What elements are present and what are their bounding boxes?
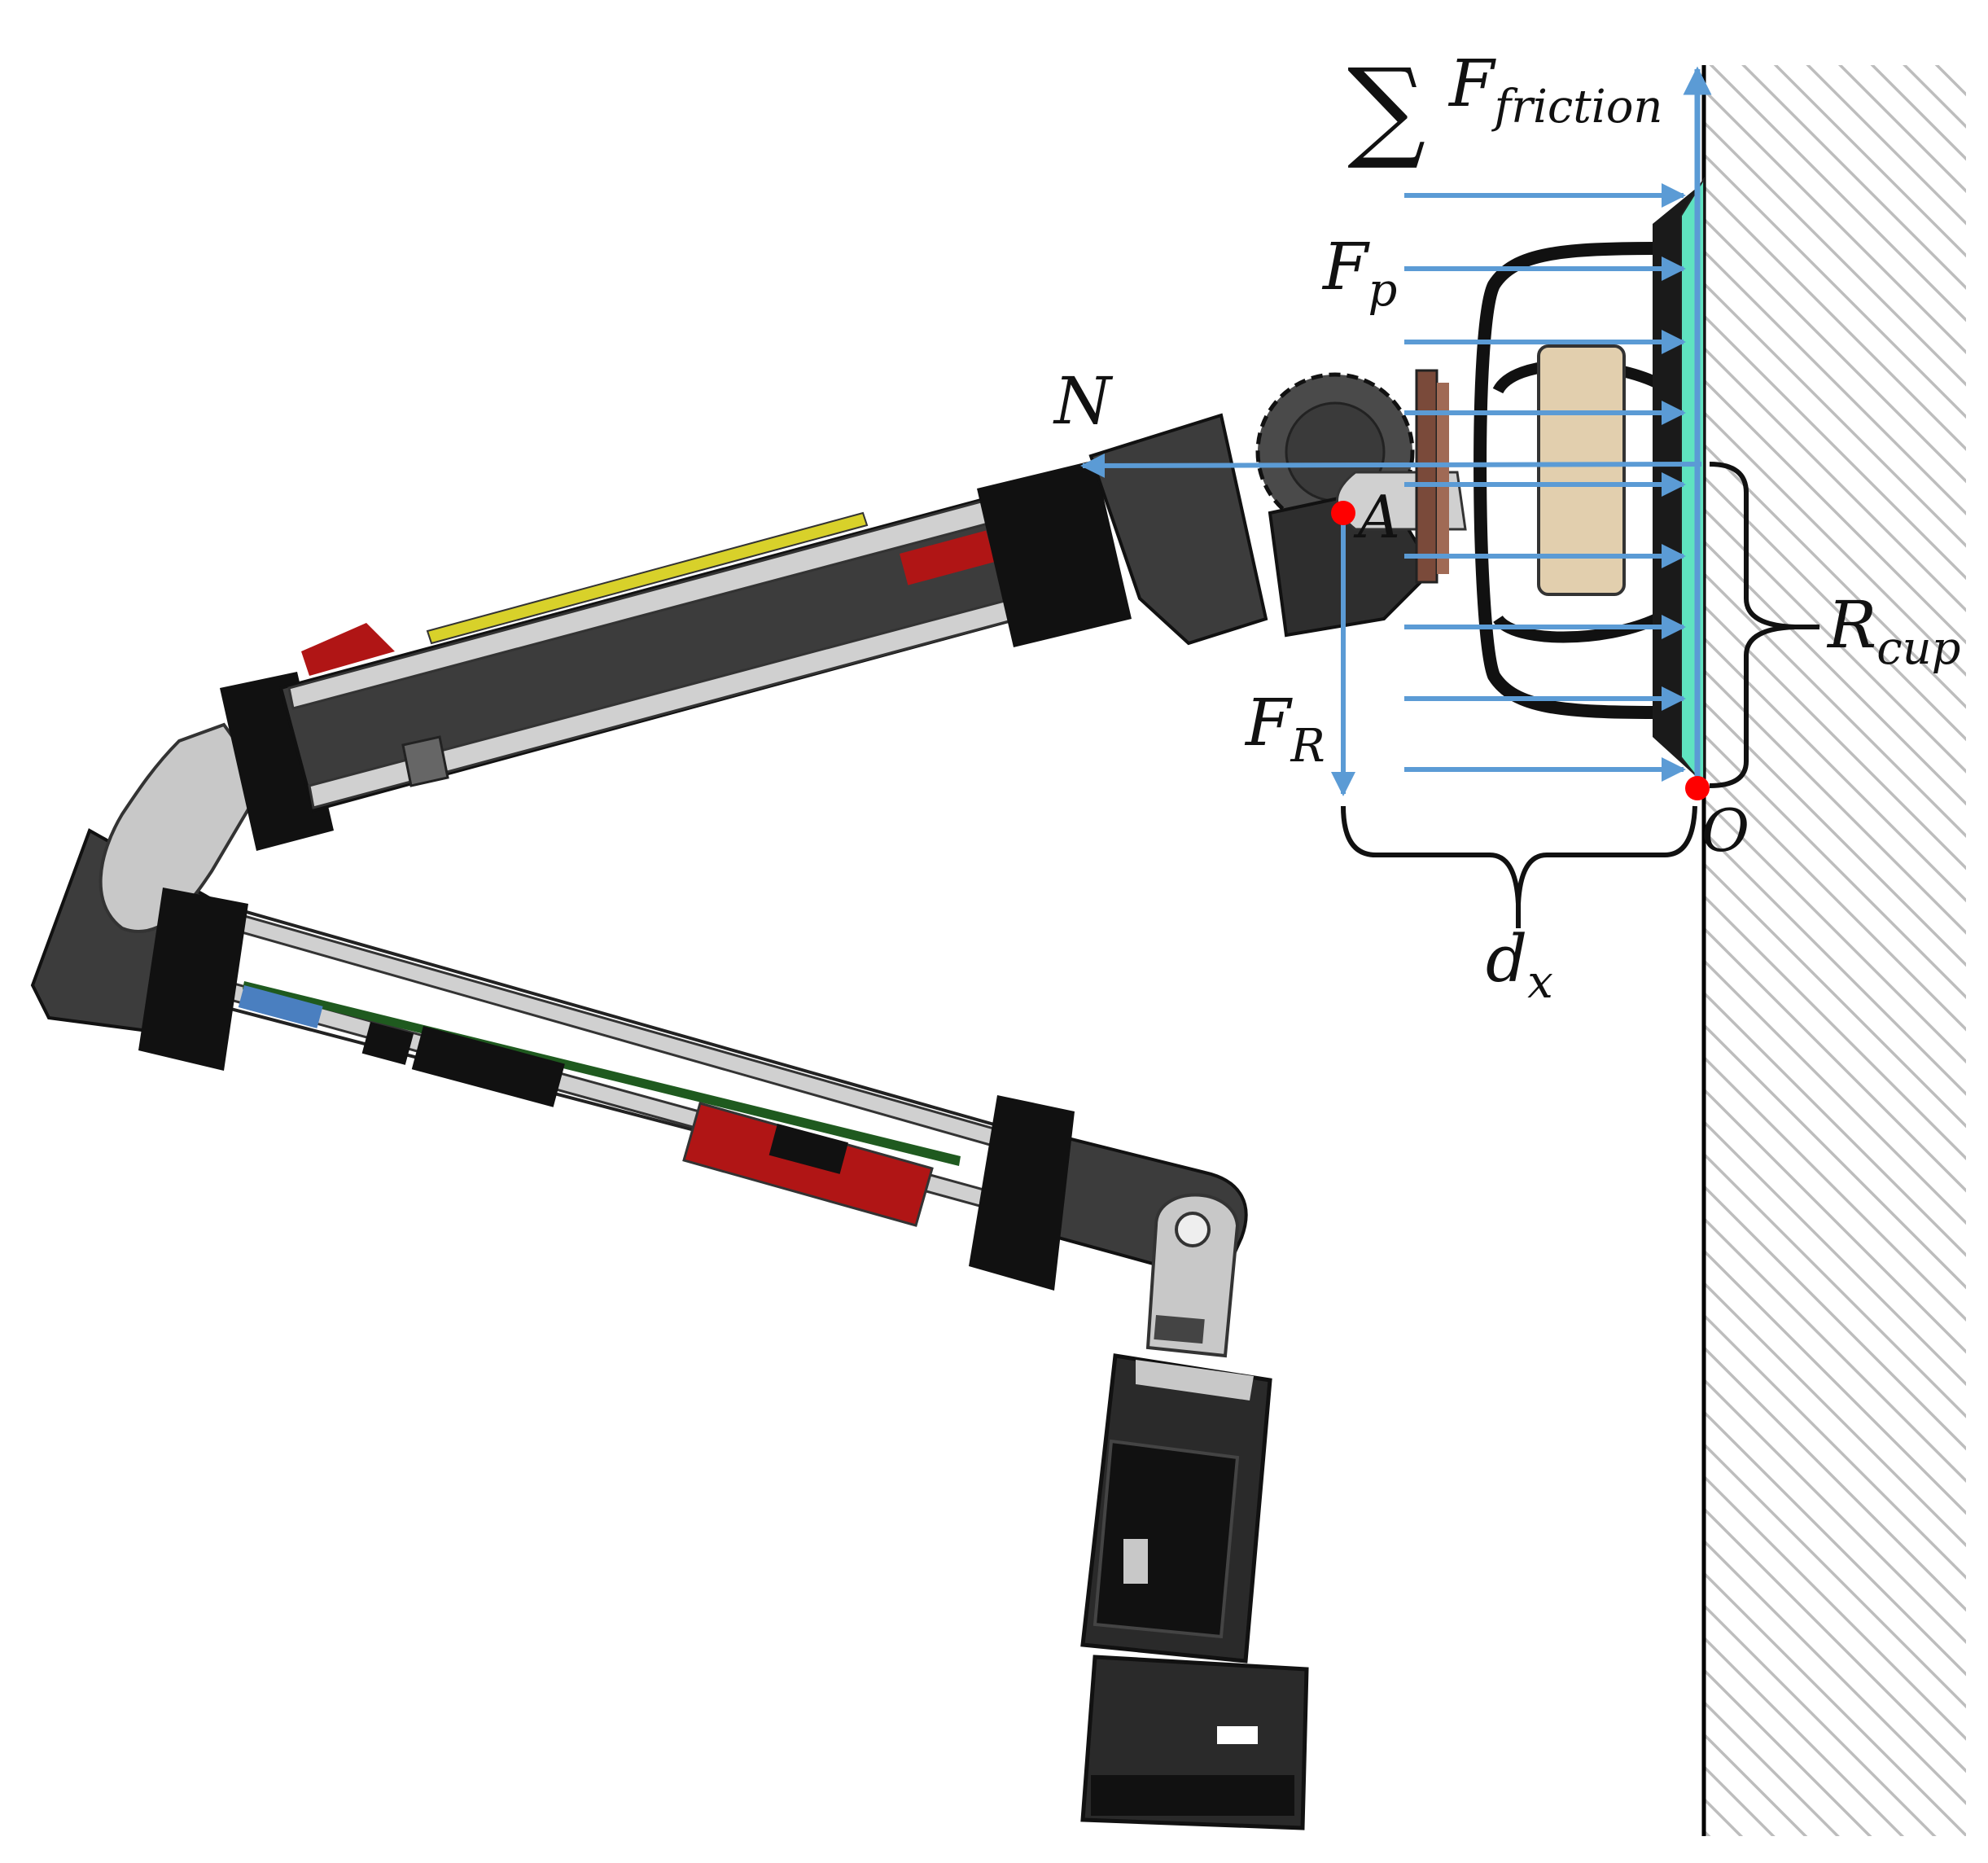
fr-label: FR bbox=[1244, 685, 1325, 773]
fr-label-main: F bbox=[1244, 685, 1293, 761]
a-label: A bbox=[1353, 483, 1400, 551]
friction-label: Ffriction bbox=[1447, 46, 1662, 134]
base-module bbox=[969, 1095, 1309, 1830]
friction-label-sub: friction bbox=[1491, 81, 1663, 134]
fp-label: Fp bbox=[1321, 229, 1397, 317]
robot-arm bbox=[30, 176, 1705, 1830]
point-o-marker bbox=[1685, 776, 1710, 800]
rcup-label-sub: cup bbox=[1876, 622, 1960, 675]
o-label: O bbox=[1701, 796, 1749, 865]
normal-force-arrow bbox=[1080, 453, 1702, 478]
sum-symbol: ∑ bbox=[1347, 45, 1425, 173]
elbow-clamp-lower bbox=[138, 888, 248, 1071]
force-annotations: ∑ Ffriction Fp N A FR Rcup dx O bbox=[1053, 45, 1961, 1009]
lower-clamp bbox=[969, 1095, 1075, 1291]
point-a-marker bbox=[1331, 501, 1355, 525]
wall-hatch bbox=[1706, 65, 1966, 1836]
dx-label: dx bbox=[1486, 921, 1553, 1009]
upper-yellow-strip bbox=[426, 511, 869, 645]
dx-label-main: d bbox=[1486, 921, 1527, 997]
upper-red-knob bbox=[301, 623, 395, 676]
upper-clamp bbox=[977, 460, 1132, 647]
lower-arm-segment bbox=[185, 897, 1008, 1227]
dx-label-sub: x bbox=[1527, 956, 1553, 1009]
elbow-joint bbox=[30, 672, 334, 1071]
fr-label-sub: R bbox=[1290, 720, 1325, 773]
cup-core bbox=[1537, 344, 1626, 596]
cup-contact-surface bbox=[1680, 176, 1705, 788]
pressure-force-arrows bbox=[1404, 183, 1686, 782]
rcup-label: Rcup bbox=[1826, 587, 1961, 675]
n-label: N bbox=[1053, 363, 1114, 439]
dx-brace bbox=[1341, 805, 1697, 905]
fp-label-sub: p bbox=[1368, 264, 1398, 317]
friction-label-main: F bbox=[1447, 46, 1496, 121]
wall bbox=[1701, 65, 1966, 1836]
rcup-label-main: R bbox=[1826, 587, 1876, 663]
fp-label-main: F bbox=[1321, 229, 1370, 305]
upper-arm-segment bbox=[278, 460, 1132, 813]
